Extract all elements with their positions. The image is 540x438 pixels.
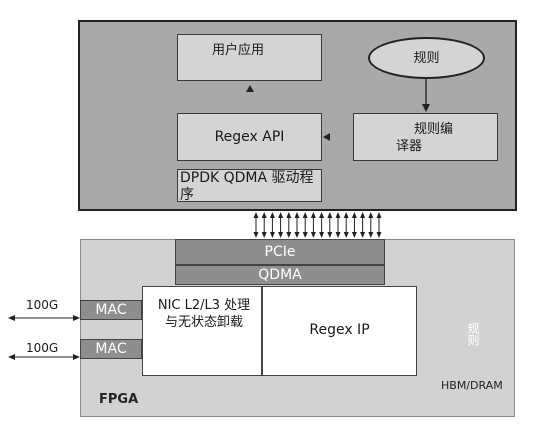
rules-compiler-box: 规则编 译器 bbox=[353, 113, 498, 161]
mac-block-top: MAC bbox=[80, 300, 142, 320]
qdma-label: QDMA bbox=[258, 267, 302, 283]
pcie-bus-arrowhead-down bbox=[376, 232, 382, 238]
port-link-bottom-left-head bbox=[8, 354, 15, 360]
pcie-bus-arrowhead-up bbox=[310, 212, 316, 218]
pcie-bus-arrowhead-down bbox=[343, 232, 349, 238]
rules-vertical-label: 规则 bbox=[466, 322, 480, 346]
pcie-bus-arrowhead-up bbox=[286, 212, 292, 218]
mac-block-bottom: MAC bbox=[80, 339, 142, 359]
port-speed-label-top: 100G bbox=[26, 298, 59, 312]
pcie-bus-arrowhead-up bbox=[278, 212, 284, 218]
fpga-label: FPGA bbox=[99, 392, 139, 407]
pcie-bus-arrowhead-down bbox=[269, 232, 275, 238]
dpdk-qdma-driver-label: DPDK QDMA 驱动程序 bbox=[180, 170, 314, 202]
user-application-box: 用户应用 bbox=[177, 34, 322, 81]
regex-api-label: Regex API bbox=[214, 129, 285, 145]
compiler-to-api-arrowhead bbox=[323, 133, 330, 141]
regex-ip-label: Regex IP bbox=[309, 322, 370, 338]
api-to-app-arrowhead bbox=[246, 85, 254, 92]
pcie-bus-arrowhead-down bbox=[368, 232, 374, 238]
pcie-bus-arrowhead-down bbox=[335, 232, 341, 238]
pcie-bus-arrowhead-down bbox=[286, 232, 292, 238]
nic-offload-label: NIC L2/L3 处理与无状态卸载 bbox=[157, 298, 251, 330]
pcie-bus-arrowhead-down bbox=[261, 232, 267, 238]
pcie-bus-arrowhead-up bbox=[294, 212, 300, 218]
pcie-bus-arrowhead-down bbox=[253, 232, 259, 238]
pcie-block: PCIe bbox=[175, 239, 385, 265]
pcie-bus-arrowhead-up bbox=[376, 212, 382, 218]
pcie-bus-arrowhead-down bbox=[310, 232, 316, 238]
pcie-bus-arrowhead-down bbox=[294, 232, 300, 238]
pcie-bus-arrowhead-up bbox=[351, 212, 357, 218]
user-application-label: 用户应用 bbox=[212, 43, 265, 58]
pcie-label: PCIe bbox=[264, 244, 296, 260]
port-speed-label-bottom: 100G bbox=[26, 341, 59, 355]
pcie-bus-arrowhead-up bbox=[261, 212, 267, 218]
pcie-bus-arrowhead-down bbox=[351, 232, 357, 238]
port-link-top-right-head bbox=[73, 315, 80, 321]
dpdk-qdma-driver-box: DPDK QDMA 驱动程序 bbox=[177, 169, 322, 202]
rules-compiler-label-line1: 规则编 bbox=[414, 122, 454, 137]
rules-ellipse-label: 规则 bbox=[413, 51, 440, 66]
pcie-bus-arrowhead-down bbox=[319, 232, 325, 238]
pcie-bus-arrowhead-up bbox=[319, 212, 325, 218]
pcie-bus-arrowhead-down bbox=[278, 232, 284, 238]
regex-ip-block: Regex IP bbox=[262, 286, 417, 376]
pcie-bus-arrowhead-down bbox=[360, 232, 366, 238]
mac-label-top: MAC bbox=[95, 302, 127, 318]
pcie-bus-arrowhead-up bbox=[253, 212, 259, 218]
rules-ellipse: 规则 bbox=[368, 37, 485, 79]
pcie-bus-arrowhead-down bbox=[327, 232, 333, 238]
pcie-bus-arrowhead-up bbox=[360, 212, 366, 218]
pcie-bus-arrows bbox=[253, 212, 382, 238]
port-link-bottom-right-head bbox=[73, 354, 80, 360]
port-link-top-left-head bbox=[8, 315, 15, 321]
pcie-bus-arrowhead-down bbox=[302, 232, 308, 238]
rules-compiler-label-line2: 译器 bbox=[396, 139, 423, 154]
pcie-bus-arrowhead-up bbox=[327, 212, 333, 218]
hbm-dram-label: HBM/DRAM bbox=[441, 379, 503, 392]
pcie-bus-arrowhead-up bbox=[302, 212, 308, 218]
rules-to-compiler-arrowhead bbox=[422, 104, 430, 112]
mac-label-bottom: MAC bbox=[95, 341, 127, 357]
qdma-block: QDMA bbox=[175, 265, 385, 285]
pcie-bus-arrowhead-up bbox=[269, 212, 275, 218]
pcie-bus-arrowhead-up bbox=[335, 212, 341, 218]
pcie-bus-arrowhead-up bbox=[368, 212, 374, 218]
pcie-bus-arrowhead-up bbox=[343, 212, 349, 218]
regex-api-box: Regex API bbox=[177, 113, 322, 161]
nic-offload-block: NIC L2/L3 处理与无状态卸载 bbox=[142, 286, 262, 376]
